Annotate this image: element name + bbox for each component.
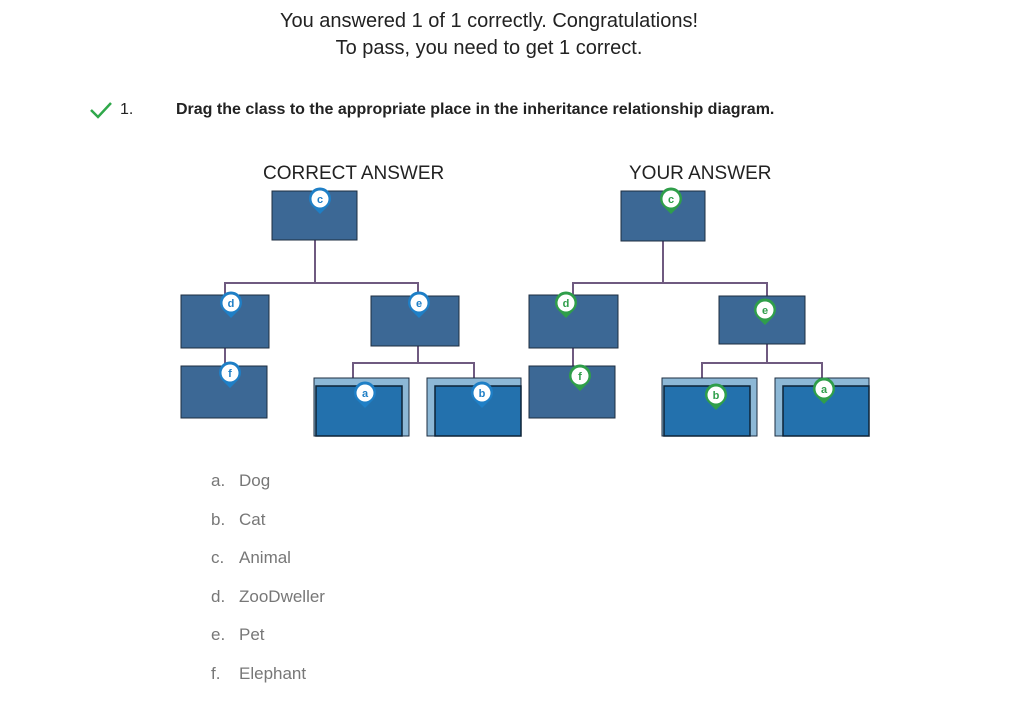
answer-markers: c d f e a b c d f e b a: [219, 187, 835, 410]
option-letter: b.: [211, 509, 226, 529]
marker-pin-icon[interactable]: c: [309, 187, 332, 214]
option-item: f. Elephant: [211, 663, 325, 702]
option-letter: e.: [211, 625, 226, 645]
option-item: a. Dog: [211, 470, 325, 509]
class-box-left-child[interactable]: [180, 365, 268, 419]
marker-letter: b: [713, 390, 720, 402]
marker-pin-icon[interactable]: c: [660, 187, 682, 214]
marker-pin-icon[interactable]: a: [813, 377, 835, 404]
marker-letter: a: [362, 388, 369, 400]
option-item: d. ZooDweller: [211, 586, 325, 625]
option-label: Cat: [239, 509, 266, 529]
question-number: 1.: [120, 101, 134, 118]
answer-options-list: a.Dog b.Cat c.Animal d.ZooDweller e.Pet …: [211, 470, 325, 702]
option-letter: c.: [211, 548, 225, 568]
your-answer-diagram: [528, 190, 870, 437]
result-pass-requirement: To pass, you need to get 1 correct.: [335, 37, 643, 59]
marker-letter: f: [578, 371, 582, 383]
marker-letter: a: [821, 384, 828, 396]
option-label: Dog: [239, 471, 271, 490]
option-item: e. Pet: [211, 624, 325, 663]
result-score-text: You answered 1 of 1 correctly. Congratul…: [279, 10, 699, 32]
marker-letter: c: [668, 194, 674, 206]
marker-pin-icon[interactable]: f: [219, 361, 241, 388]
check-icon: [90, 102, 112, 119]
marker-pin-icon[interactable]: e: [754, 298, 776, 325]
marker-pin-icon[interactable]: f: [569, 364, 591, 391]
option-label: Animal: [239, 548, 291, 568]
marker-letter: d: [228, 298, 235, 310]
marker-letter: f: [228, 368, 232, 380]
marker-pin-icon[interactable]: d: [220, 291, 242, 318]
option-label: ZooDweller: [239, 586, 325, 606]
option-item: b. Cat: [211, 509, 325, 548]
option-item: c. Animal: [211, 547, 325, 586]
connector-lines: [572, 241, 823, 378]
marker-pin-icon[interactable]: e: [408, 291, 431, 318]
option-letter: f.: [211, 663, 221, 683]
marker-pin-icon[interactable]: d: [555, 291, 577, 318]
marker-pin-icon[interactable]: b: [471, 381, 493, 408]
option-letter: a.: [211, 471, 226, 490]
marker-pin-icon[interactable]: b: [705, 383, 727, 410]
class-box-root[interactable]: [271, 190, 358, 241]
your-answer-title: YOUR ANSWER: [629, 163, 772, 184]
marker-letter: e: [762, 305, 768, 317]
option-label: Pet: [239, 625, 265, 645]
result-summary: You answered 1 of 1 correctly. Congratul…: [0, 8, 978, 62]
question-text: Drag the class to the appropriate place …: [176, 101, 775, 118]
option-label: Elephant: [239, 663, 307, 683]
marker-pin-icon[interactable]: a: [354, 381, 377, 408]
marker-letter: b: [479, 388, 486, 400]
correct-answer-title: CORRECT ANSWER: [263, 163, 445, 184]
marker-letter: e: [416, 298, 422, 310]
marker-letter: c: [317, 194, 323, 206]
marker-letter: d: [563, 298, 570, 310]
option-letter: d.: [211, 586, 226, 606]
